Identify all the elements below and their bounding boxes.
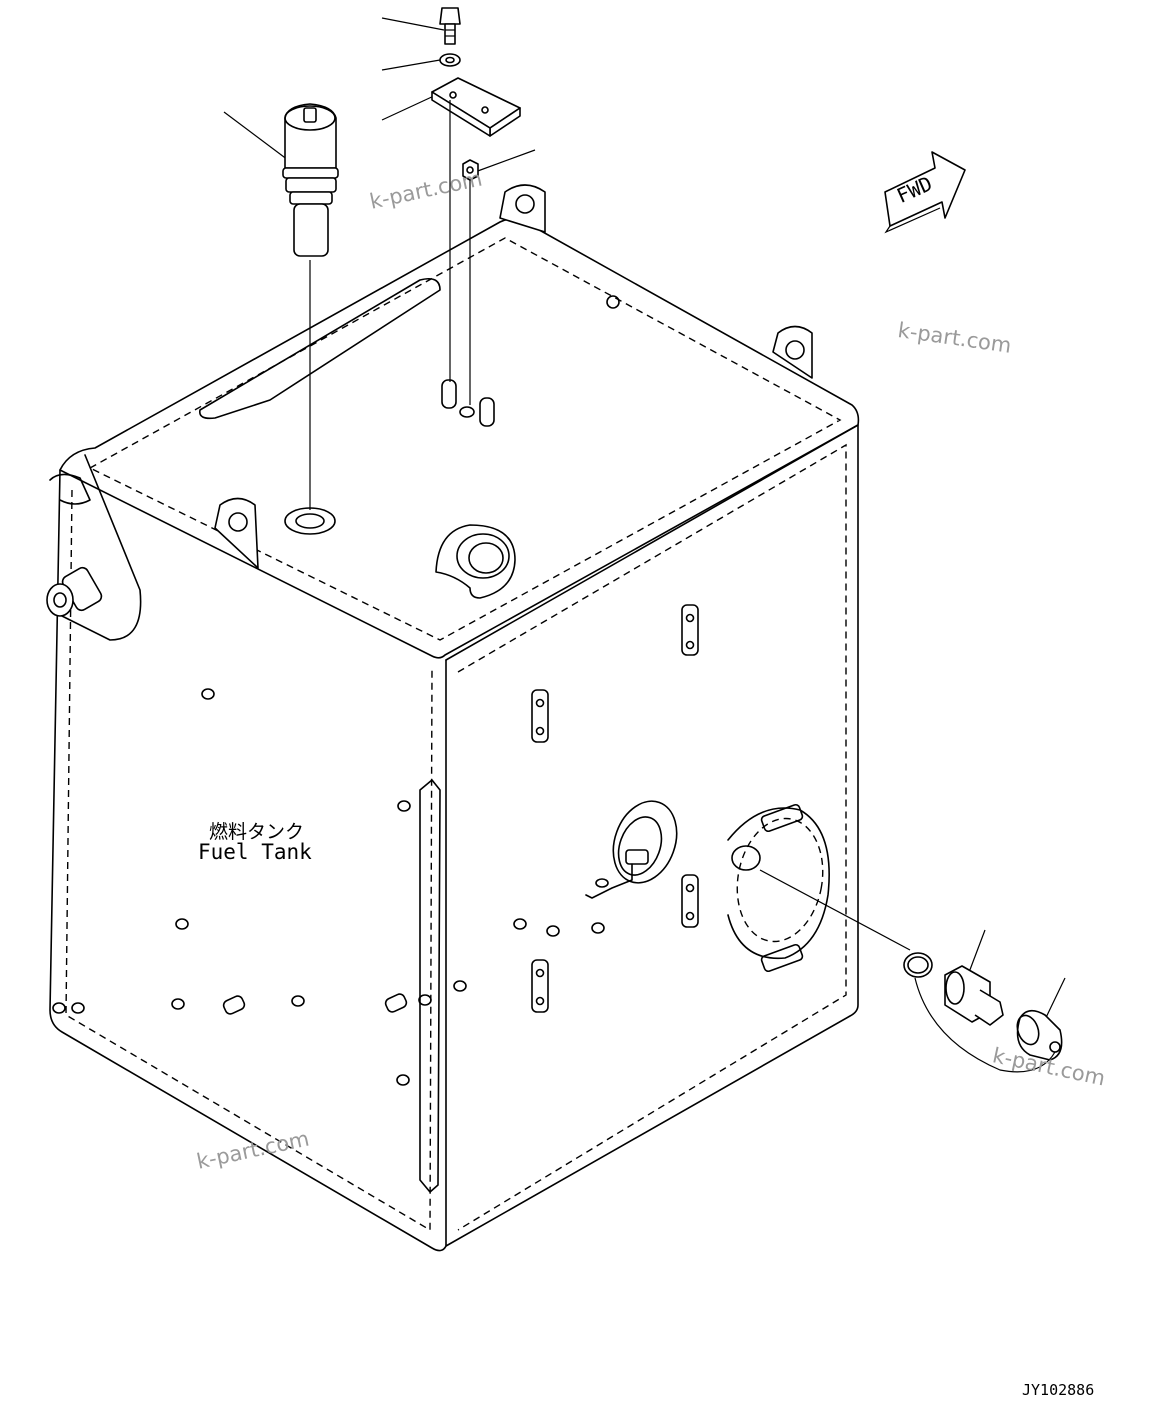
- tank-label-jp: 燃料タンク: [209, 821, 305, 843]
- exploded-parts: [223, 7, 536, 510]
- fwd-arrow-icon: [884, 151, 966, 234]
- drawing-code: JY102886: [1022, 1381, 1095, 1399]
- tank-label-en: Fuel Tank: [198, 840, 312, 864]
- drain-valve-parts: [759, 869, 1066, 1073]
- fuel-tank-body: [46, 184, 860, 1252]
